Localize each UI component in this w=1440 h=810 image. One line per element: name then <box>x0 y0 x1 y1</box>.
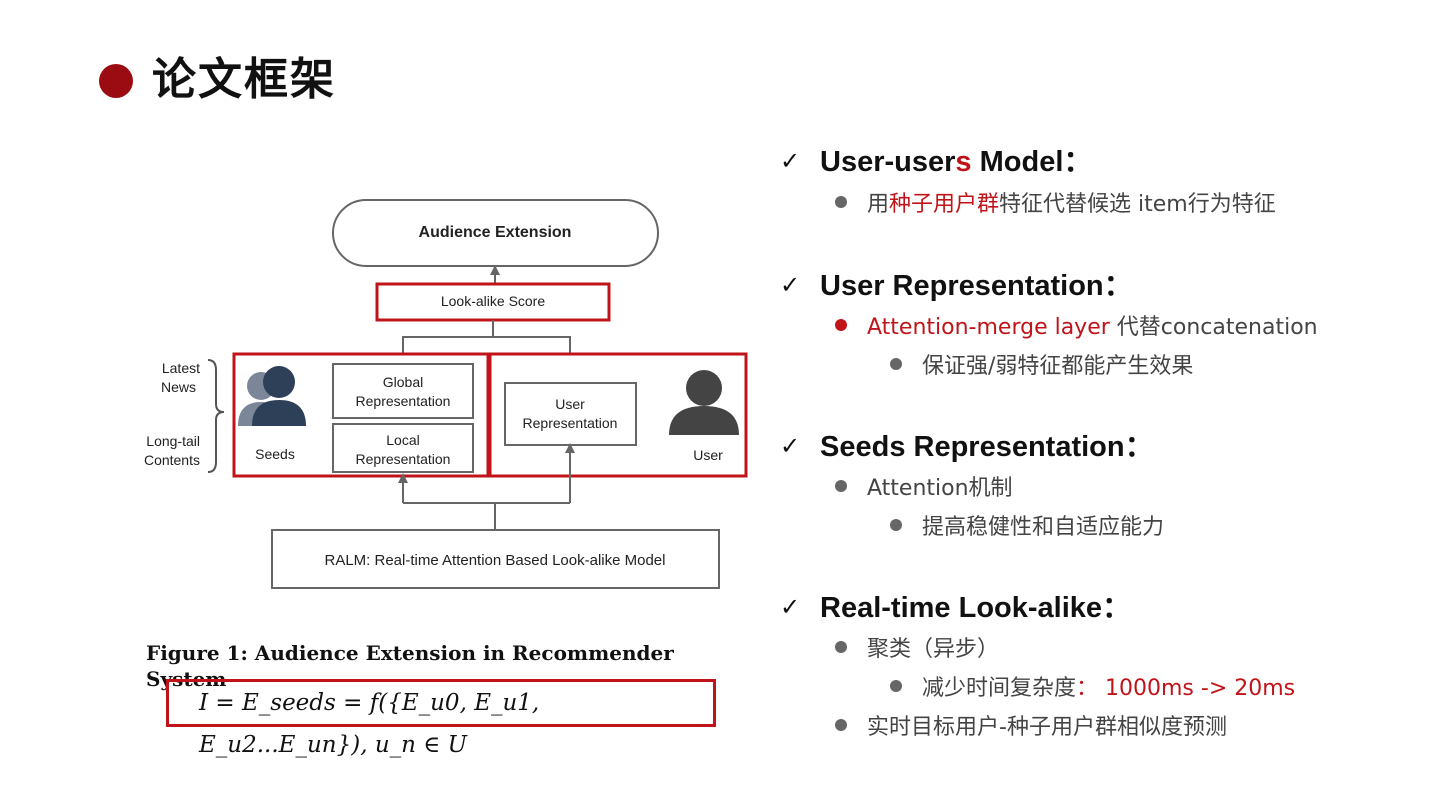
curly-brace <box>207 359 225 473</box>
bullet-text: Attention机制 <box>867 476 1013 501</box>
ralm-box <box>271 529 720 589</box>
check-icon: ✓ <box>780 593 801 621</box>
bullet-text: 特征代替候选 item行为特征 <box>999 192 1276 217</box>
long-tail-line2: Contents <box>144 452 200 468</box>
bullet-dot <box>835 719 847 731</box>
title-highlight: s <box>955 146 972 178</box>
bullet-item: Attention-merge layer 代替concatenation <box>835 313 1318 343</box>
user-person-icon <box>669 370 739 435</box>
bullet-text: 提高稳健性和自适应能力 <box>922 515 1165 540</box>
sub-bullet-item: 保证强/弱特征都能产生效果 <box>890 352 1193 382</box>
title-part: User-user <box>820 146 956 178</box>
bullet-dot <box>835 319 847 331</box>
title-part: Model： <box>971 146 1093 178</box>
ralm-label: RALM: Real-time Attention Based Look-ali… <box>324 552 665 569</box>
sub-bullet-item: 减少时间复杂度： 1000ms -> 20ms <box>890 674 1295 704</box>
user-representation-box <box>504 382 637 446</box>
user-rep-line2: Representation <box>523 415 618 431</box>
figure-caption: Figure 1: Audience Extension in Recommen… <box>146 641 674 691</box>
formula-box: I = E_seeds = f({E_u0, E_u1, E_u2...E_un… <box>166 679 716 758</box>
user-label: User <box>693 447 723 463</box>
local-rep-line1: Local <box>386 432 419 448</box>
bullet-item: 聚类（异步） <box>835 635 999 665</box>
lookalike-score-label: Look-alike Score <box>441 293 545 309</box>
architecture-diagram: Audience Extension Look-alike Score Seed… <box>144 199 748 589</box>
bullet-text: 聚类（异步） <box>867 637 1000 662</box>
bullet-dot <box>835 641 847 653</box>
bullet-highlight: 种子用户群 <box>889 192 1000 217</box>
bullet-dot <box>890 680 902 692</box>
section-title: Seeds Representation： <box>820 431 1154 463</box>
bullet-text: 代替concatenation <box>1109 315 1318 340</box>
user-rep-line1: User <box>555 396 585 412</box>
seeds-people-icon <box>238 366 306 426</box>
bullet-text: 减少时间复杂度 <box>922 676 1077 701</box>
bullet-highlight: ： 1000ms -> 20ms <box>1076 676 1296 701</box>
check-icon: ✓ <box>780 432 801 460</box>
bullet-dot <box>835 480 847 492</box>
bullet-text: 实时目标用户-种子用户群相似度预测 <box>867 715 1227 740</box>
lookalike-score-box <box>375 282 611 322</box>
latest-news-line2: News <box>161 379 196 395</box>
bullet-dot <box>890 358 902 370</box>
sub-bullet-item: 提高稳健性和自适应能力 <box>890 513 1164 543</box>
section-title: User-users Model： <box>820 140 1092 184</box>
bullet-text: 用 <box>867 192 890 217</box>
bullet-item: 实时目标用户-种子用户群相似度预测 <box>835 713 1227 743</box>
formula-text: I = E_seeds = f({E_u0, E_u1, E_u2...E_un… <box>199 690 540 758</box>
global-rep-line1: Global <box>383 374 423 390</box>
section-title: User Representation： <box>820 270 1133 302</box>
check-icon: ✓ <box>780 271 801 299</box>
bullet-dot <box>835 196 847 208</box>
audience-extension-label: Audience Extension <box>419 224 572 241</box>
bullet-highlight: Attention-merge layer <box>867 315 1110 340</box>
local-rep-line2: Representation <box>356 451 451 467</box>
bullet-item: Attention机制 <box>835 474 1013 504</box>
section-title: Real-time Look-alike： <box>820 592 1132 624</box>
local-representation-box <box>332 423 474 473</box>
bullet-item: 用种子用户群特征代替候选 item行为特征 <box>835 190 1276 220</box>
global-representation-box <box>332 363 474 419</box>
bullet-dot <box>890 519 902 531</box>
title-bullet-dot <box>99 64 133 98</box>
check-icon: ✓ <box>780 147 801 175</box>
seeds-label: Seeds <box>255 446 295 462</box>
page-title: 论文框架 <box>152 54 336 105</box>
global-rep-line2: Representation <box>356 393 451 409</box>
latest-news-line1: Latest <box>162 360 200 376</box>
long-tail-line1: Long-tail <box>146 433 200 449</box>
bullet-text: 保证强/弱特征都能产生效果 <box>922 354 1194 379</box>
